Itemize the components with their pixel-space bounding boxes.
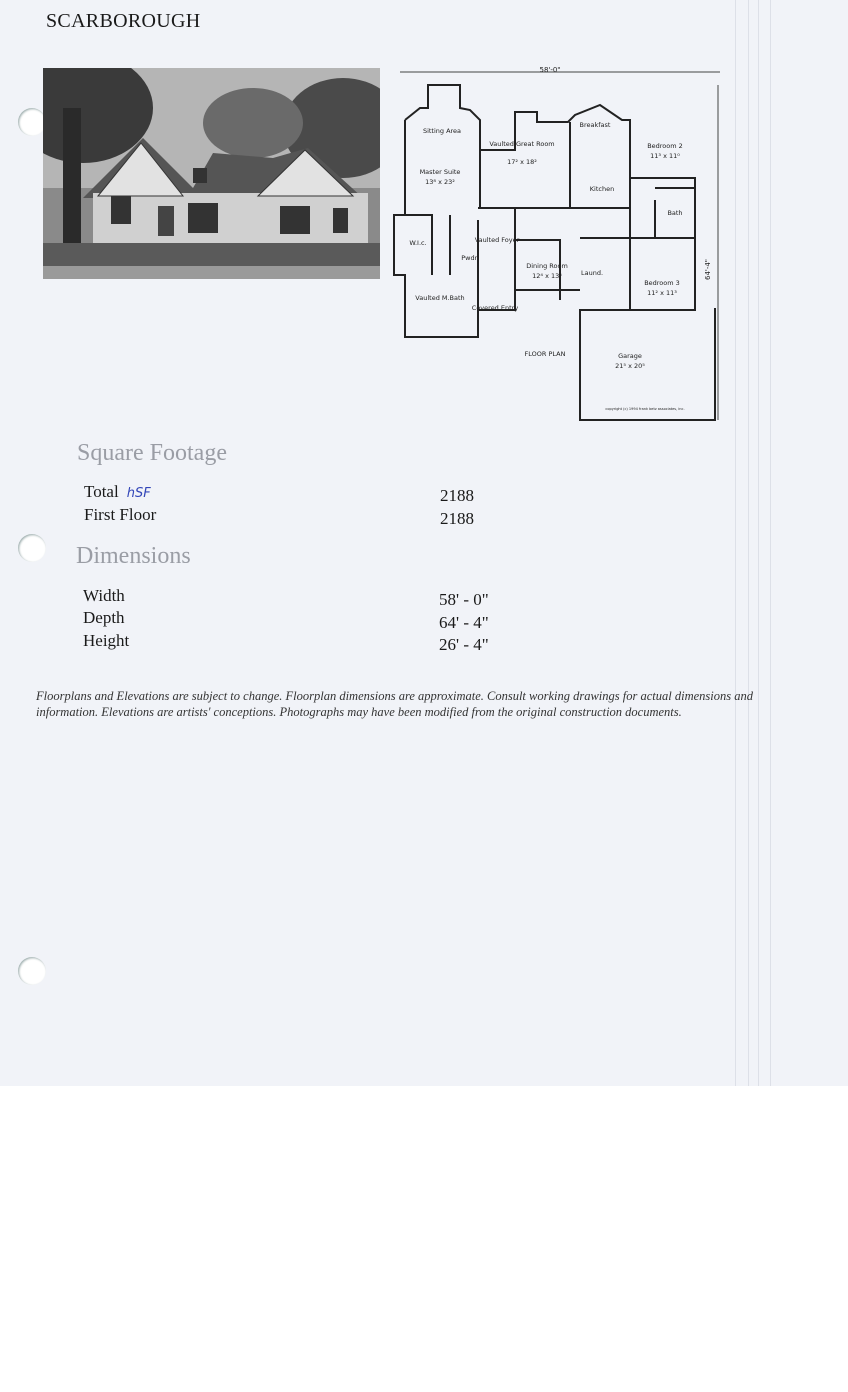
room-label: Covered Entry: [472, 304, 519, 312]
height-label: Height: [83, 631, 130, 650]
room-label: Bedroom 2: [647, 142, 683, 150]
page-title: SCARBOROUGH: [46, 10, 201, 32]
first-floor-label: First Floor: [84, 505, 157, 524]
house-elevation-image: [43, 68, 380, 279]
room-label: Dining Room: [526, 262, 568, 270]
room-size: 12⁴ x 13⁵: [532, 272, 562, 280]
scan-line: [735, 0, 736, 1086]
room-label: Master Suite: [420, 168, 461, 176]
room-label: Vaulted Foyer: [475, 236, 520, 244]
room-size: 17² x 18²: [507, 158, 537, 166]
total-label: Total hSF: [84, 482, 151, 502]
plan-depth-label: 64'-4": [704, 259, 712, 280]
punch-hole: [18, 534, 46, 562]
width-value: 58' - 0": [439, 590, 489, 609]
room-label: Kitchen: [590, 185, 614, 193]
room-label: Garage: [618, 352, 642, 360]
room-size: 11³ x 11⁰: [650, 152, 680, 160]
room-label: Breakfast: [580, 121, 611, 129]
scan-line: [758, 0, 759, 1086]
dimensions-heading: Dimensions: [76, 543, 191, 569]
square-footage-heading: Square Footage: [77, 440, 227, 466]
punch-hole: [18, 957, 46, 985]
room-label: Vaulted Great Room: [489, 140, 554, 148]
room-size: 13⁸ x 23²: [425, 178, 455, 186]
disclaimer-text: Floorplans and Elevations are subject to…: [36, 689, 753, 719]
total-value: 2188: [440, 486, 474, 505]
room-label: Laund.: [581, 269, 603, 277]
width-label: Width: [83, 586, 125, 605]
depth-value: 64' - 4": [439, 613, 489, 632]
punch-hole: [18, 108, 46, 136]
first-floor-value: 2188: [440, 509, 474, 528]
room-label: Bedroom 3: [644, 279, 680, 287]
room-size: 11² x 11³: [647, 289, 677, 297]
depth-label: Depth: [83, 608, 125, 627]
total-label-text: Total: [84, 482, 119, 501]
room-label: Pwdr.: [461, 254, 479, 262]
room-size: 21⁵ x 20⁵: [615, 362, 645, 370]
handwritten-annotation: hSF: [126, 486, 151, 501]
room-label: Bath: [667, 209, 682, 217]
floor-plan-image: 58'-0" 64'-4" Sitting Area Master Suite …: [393, 66, 720, 421]
copyright-note: copyright (c) 1994 frank betz associates…: [605, 407, 684, 411]
room-label: Vaulted M.Bath: [415, 294, 464, 302]
height-value: 26' - 4": [439, 635, 489, 654]
plan-width-label: 58'-0": [539, 66, 560, 74]
room-label: Sitting Area: [423, 127, 461, 135]
room-label: W.I.c.: [409, 239, 426, 247]
scan-line: [770, 0, 771, 1086]
floor-plan-caption: FLOOR PLAN: [525, 350, 566, 358]
scan-line: [748, 0, 749, 1086]
